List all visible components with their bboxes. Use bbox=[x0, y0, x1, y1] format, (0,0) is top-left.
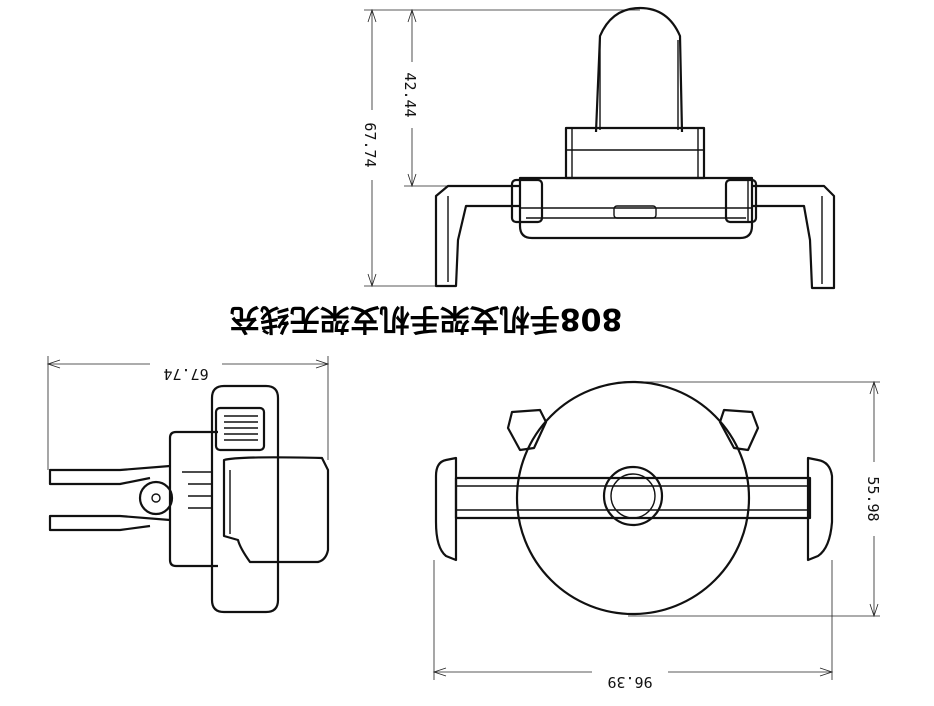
front-tab-right bbox=[718, 408, 760, 452]
front-view: 55.98 96.39 bbox=[432, 380, 882, 691]
top-clamp-right bbox=[724, 178, 758, 224]
front-disc bbox=[515, 380, 751, 616]
dim-front-height: 55.98 bbox=[628, 380, 882, 618]
side-view: 67.74 bbox=[46, 356, 330, 614]
side-back-plate bbox=[210, 384, 280, 614]
front-grip-right bbox=[806, 456, 834, 562]
front-tab-left bbox=[506, 408, 548, 452]
side-pivot bbox=[138, 480, 174, 516]
dim-label-67-74-top: 67.74 bbox=[361, 122, 379, 167]
top-view: 67.74 42.44 bbox=[361, 6, 836, 290]
product-title: 808手机支架手机支架无线充 bbox=[230, 301, 623, 336]
side-holder bbox=[222, 456, 330, 564]
side-clip-upper bbox=[48, 464, 171, 486]
top-arm-right bbox=[752, 184, 836, 290]
dim-label-42-44: 42.44 bbox=[401, 72, 419, 117]
side-wheel bbox=[214, 406, 266, 452]
dim-top-head: 42.44 bbox=[401, 8, 520, 188]
dim-label-96-39: 96.39 bbox=[607, 673, 652, 691]
top-clamp-left bbox=[510, 178, 544, 224]
top-arm-left bbox=[434, 184, 520, 288]
top-button bbox=[613, 205, 657, 219]
side-clip-lower bbox=[48, 514, 171, 532]
dim-label-67-74-side: 67.74 bbox=[163, 365, 208, 383]
front-arm-bar bbox=[454, 476, 812, 520]
top-collar bbox=[564, 126, 706, 180]
top-body bbox=[518, 176, 754, 240]
dim-top-total: 67.74 bbox=[361, 8, 640, 288]
side-collar bbox=[168, 430, 218, 568]
front-grip-left bbox=[434, 456, 458, 562]
dim-front-width: 96.39 bbox=[432, 560, 834, 691]
dim-side-width: 67.74 bbox=[46, 356, 330, 470]
top-knob bbox=[594, 6, 684, 133]
front-center-ring bbox=[602, 465, 664, 527]
dim-label-55-98: 55.98 bbox=[864, 476, 882, 521]
